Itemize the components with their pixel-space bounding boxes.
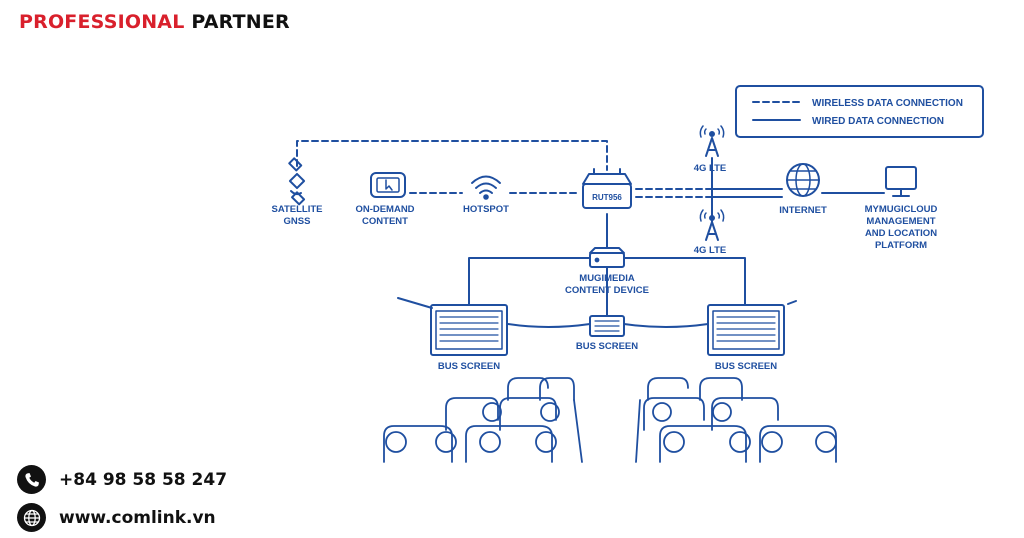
bus-seats-right <box>635 377 837 463</box>
brand-title-part1: PROFESSIONAL <box>19 11 185 33</box>
bus-screen-center-icon <box>589 315 625 337</box>
lte-tower-bottom-icon <box>699 209 725 241</box>
satellite-label-line2: GNSS <box>284 216 311 227</box>
hotspot-label: HOTSPOT <box>463 204 509 215</box>
phone-number[interactable]: +84 98 58 58 247 <box>59 469 228 490</box>
bus-seats-left <box>383 377 583 463</box>
ondemand-label-line1: ON-DEMAND <box>355 204 414 215</box>
screen-chain-right-wire <box>623 323 709 328</box>
ondemand-label-line2: CONTENT <box>362 216 408 227</box>
contact-phone: +84 98 58 58 247 <box>17 465 227 494</box>
legend <box>735 85 984 138</box>
bus-screen-right-icon <box>707 300 797 356</box>
bus-screen-left-icon <box>397 297 508 356</box>
mugimedia-label-line2: CONTENT DEVICE <box>565 285 649 296</box>
mugimedia-left-screen-wire <box>468 257 591 306</box>
lte-top-label: 4G LTE <box>694 163 727 174</box>
tablet-icon <box>370 172 406 198</box>
cloud-label-line2: MANAGEMENT <box>866 216 935 227</box>
screen-chain-left-wire <box>507 323 591 328</box>
brand-title-part2: PARTNER <box>191 11 290 33</box>
phone-icon <box>17 465 46 494</box>
bus-screen-left-label: BUS SCREEN <box>438 361 500 372</box>
legend-wired-label: WIRED DATA CONNECTION <box>812 116 944 127</box>
satellite-router-dashed-link <box>296 140 608 171</box>
bus-screen-center-label: BUS SCREEN <box>576 341 638 352</box>
mugimedia-label-line1: MUGIMEDIA <box>579 273 635 284</box>
contact-website: www.comlink.vn <box>17 503 216 532</box>
legend-wireless-label: WIRELESS DATA CONNECTION <box>812 98 963 109</box>
internet-label: INTERNET <box>779 205 827 216</box>
cloud-label-line3: AND LOCATION <box>865 228 937 239</box>
brand-title: PROFESSIONAL PARTNER <box>19 11 290 33</box>
lte-bottom-label: 4G LTE <box>694 245 727 256</box>
router-label: RUT956 <box>592 193 622 202</box>
satellite-icon <box>288 157 306 206</box>
legend-box <box>735 85 984 138</box>
website-link[interactable]: www.comlink.vn <box>59 507 216 528</box>
satellite-label-line1: SATELLITE <box>271 204 322 215</box>
cloud-label-line4: PLATFORM <box>875 240 927 251</box>
globe-icon <box>786 163 820 197</box>
wifi-icon <box>471 175 501 200</box>
monitor-icon <box>885 166 917 197</box>
mugimedia-device-icon <box>589 247 625 268</box>
mugimedia-right-screen-wire <box>623 257 746 306</box>
bus-screen-right-label: BUS SCREEN <box>715 361 777 372</box>
lte-tower-top-icon <box>699 125 725 157</box>
globe-icon <box>17 503 46 532</box>
router-rut956 <box>582 168 632 209</box>
cloud-label-line1: MYMUGICLOUD <box>865 204 938 215</box>
